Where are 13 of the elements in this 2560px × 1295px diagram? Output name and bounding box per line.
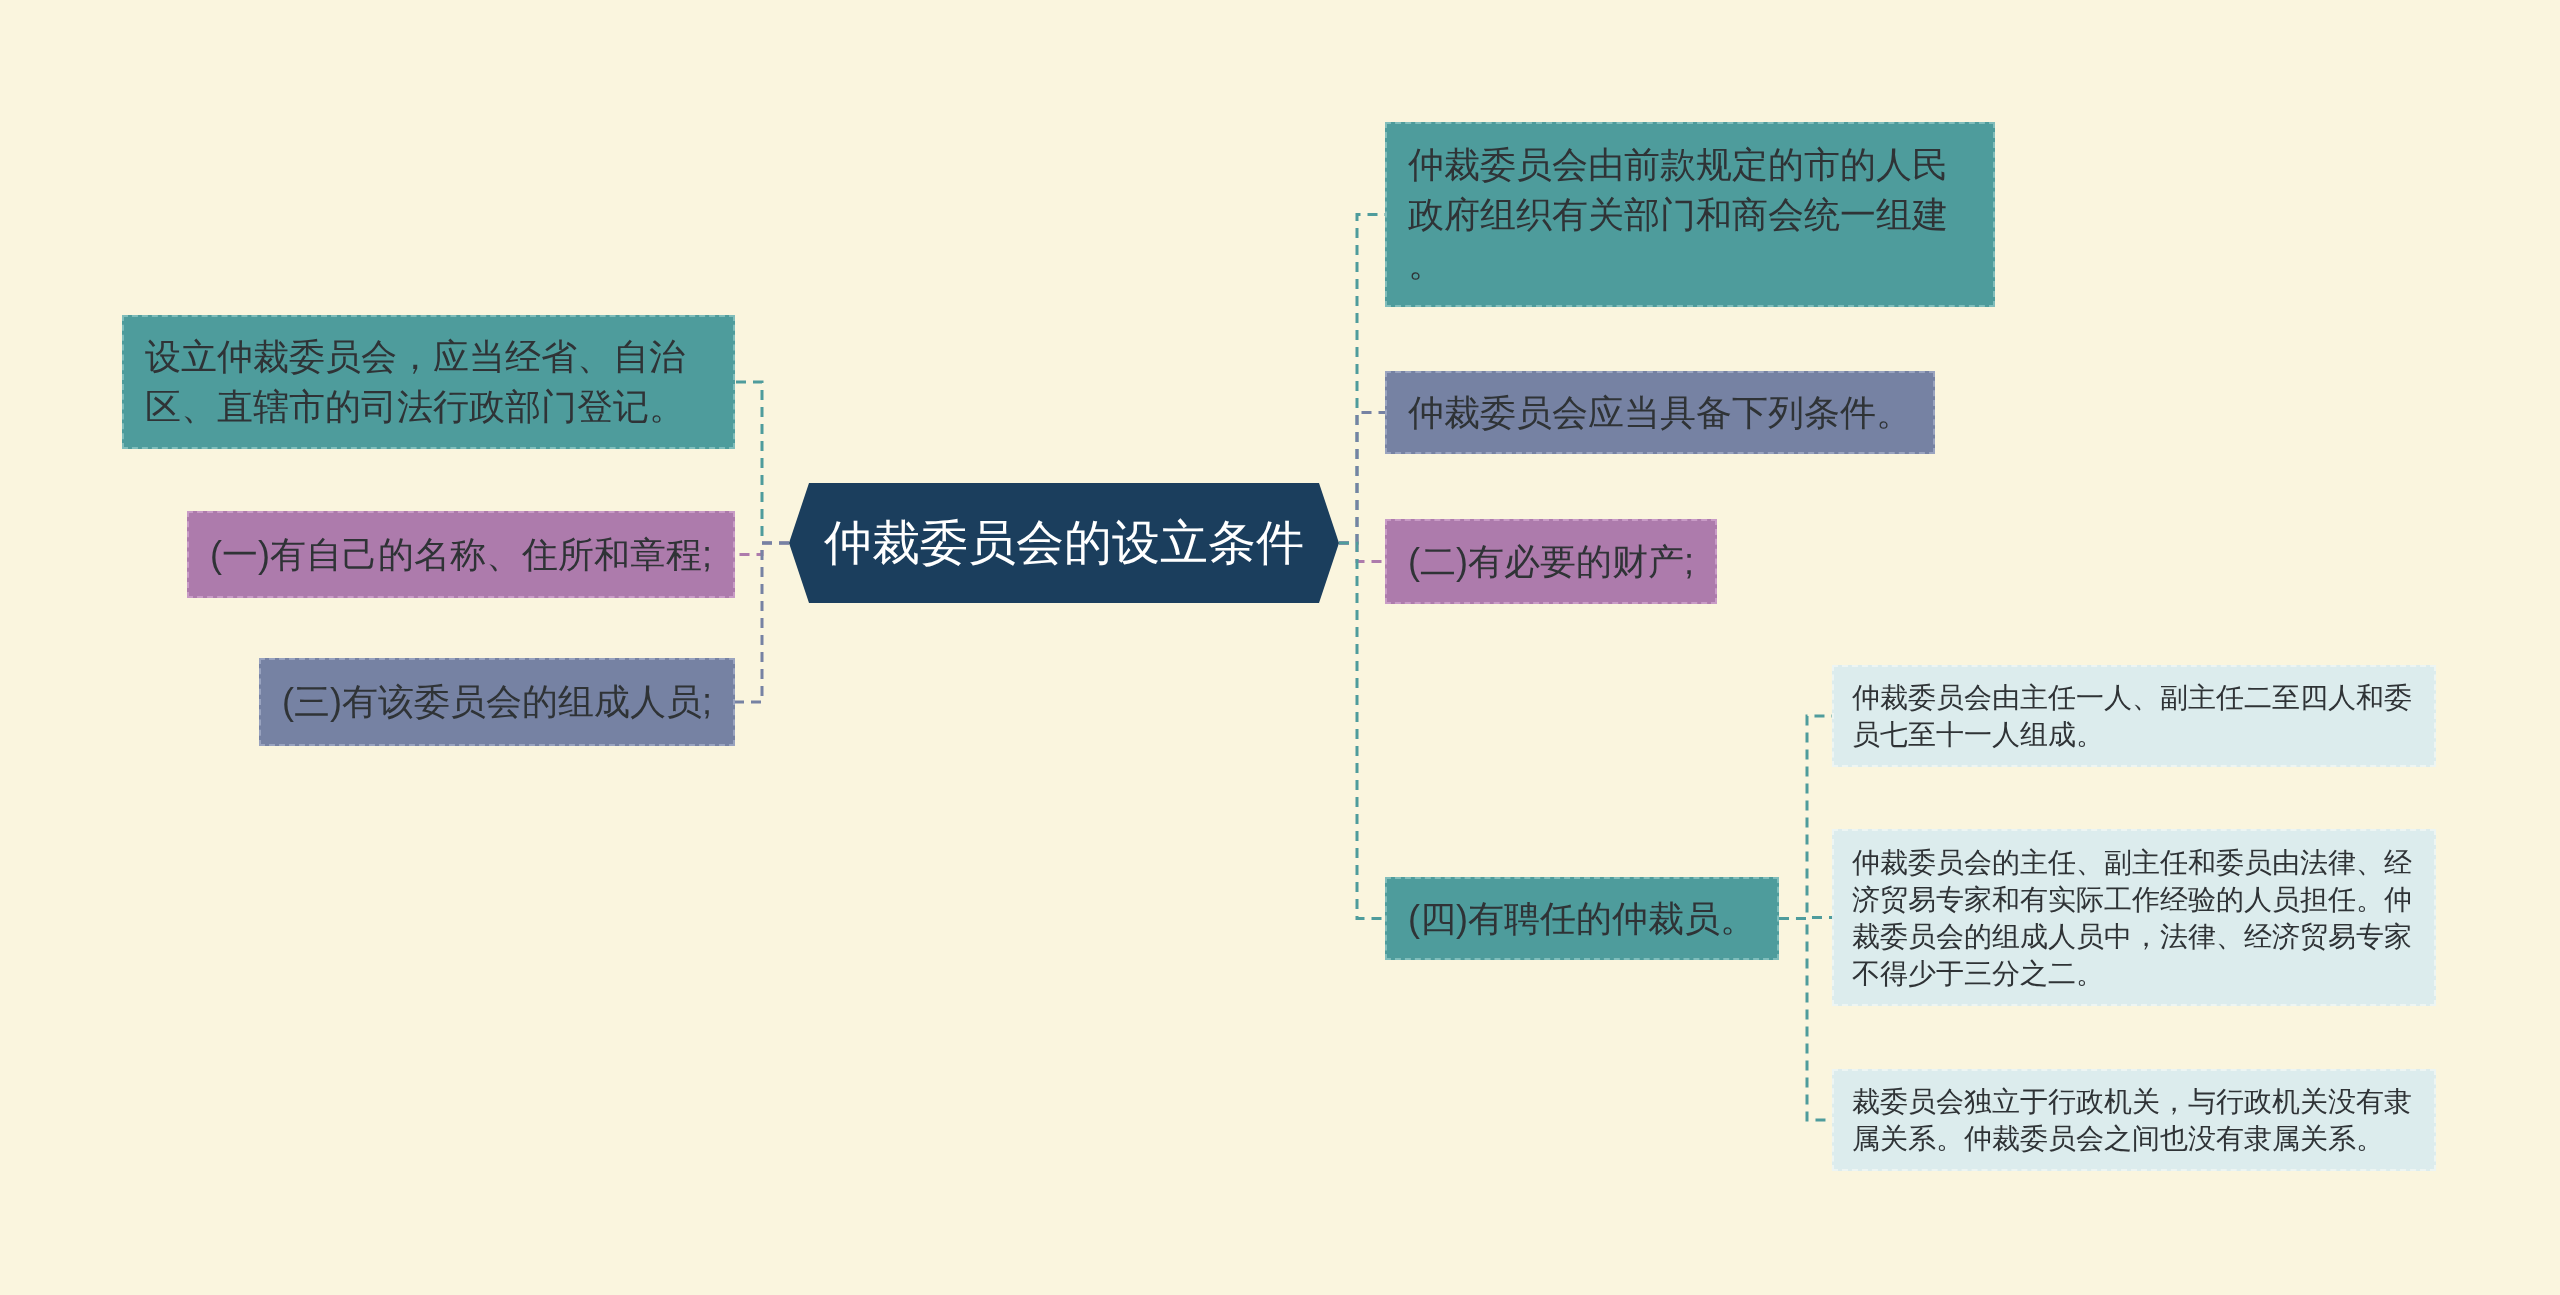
central-topic-hexagon: 仲裁委员会的设立条件 xyxy=(789,483,1339,603)
topic-card: (三)有该委员会的组成人员; xyxy=(259,658,735,746)
topic-card: 设立仲裁委员会，应当经省、自治区、直辖市的司法行政部门登记。 xyxy=(122,315,735,449)
topic-card: 仲裁委员会应当具备下列条件。 xyxy=(1385,371,1935,454)
connector-line xyxy=(735,541,789,704)
topic-card: (二)有必要的财产; xyxy=(1385,519,1717,604)
connector-line xyxy=(1339,541,1385,920)
subtopic-card: 裁委员会独立于行政机关，与行政机关没有隶属关系。仲裁委员会之间也没有隶属关系。 xyxy=(1832,1069,2436,1171)
topic-card: (四)有聘任的仲裁员。 xyxy=(1385,877,1779,960)
topic-card: 仲裁委员会由前款规定的市的人民政府组织有关部门和商会统一组建。 xyxy=(1385,122,1995,307)
subtopic-card: 仲裁委员会由主任一人、副主任二至四人和委员七至十一人组成。 xyxy=(1832,665,2436,767)
topic-card: (一)有自己的名称、住所和章程; xyxy=(187,511,735,598)
subtopic-card: 仲裁委员会的主任、副主任和委员由法律、经济贸易专家和有实际工作经验的人员担任。仲裁委员会的组成人员中，法律、经济贸易专家不得少于三分之二。 xyxy=(1832,829,2436,1006)
